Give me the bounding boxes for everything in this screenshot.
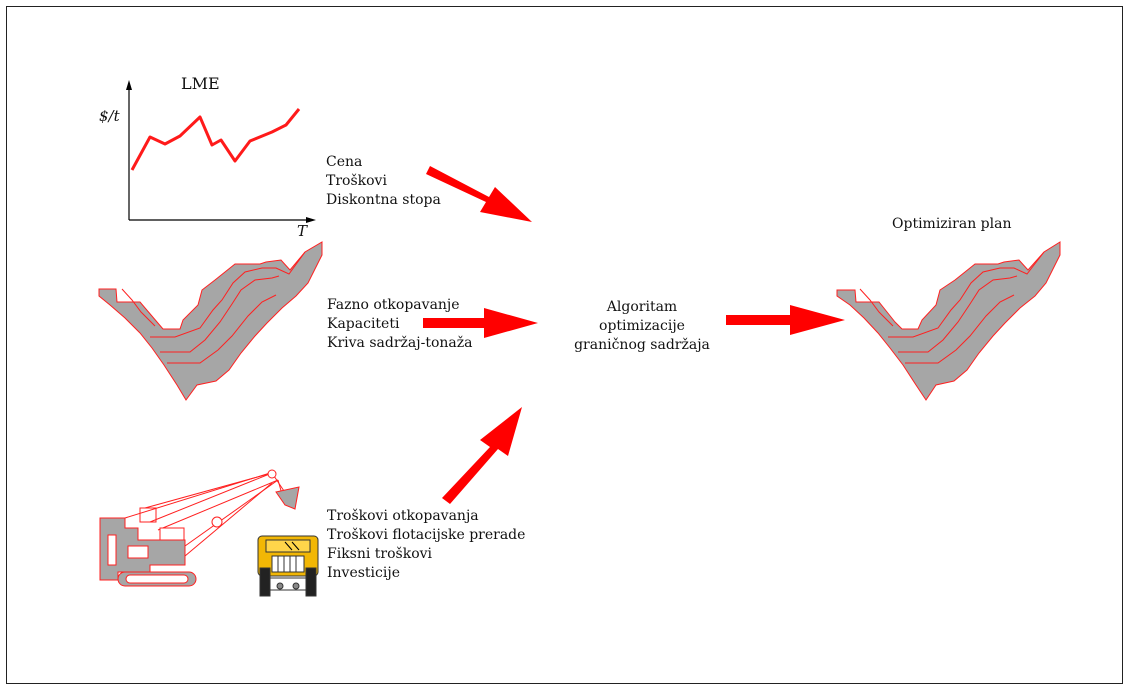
arrow-right-icon <box>726 305 845 335</box>
cost-label: Troškovi flotacijske prerade <box>327 527 526 543</box>
economics-label: Troškovi <box>326 173 387 189</box>
pit-phase-line <box>121 288 156 327</box>
optimized-pit-illustration <box>836 241 1061 401</box>
excavator-icon <box>99 469 300 587</box>
algorithm-line: optimizacije <box>599 318 685 334</box>
cost-label-list: Troškovi otkopavanja Troškovi flotacijsk… <box>327 507 525 583</box>
cost-label: Investicije <box>327 565 400 581</box>
pit-phase-line <box>150 251 306 338</box>
pit-shape <box>836 241 1061 401</box>
cost-label: Fiksni troškovi <box>327 546 433 562</box>
pit-phase-line <box>167 294 277 364</box>
algorithm-label: Algoritam optimizacije graničnog sadržaj… <box>562 298 722 355</box>
pit-label: Kapaciteti <box>327 316 400 332</box>
economics-label: Diskontna stopa <box>326 192 441 208</box>
optimized-plan-title: Optimiziran plan <box>892 216 1012 232</box>
pit-shape <box>98 241 323 401</box>
arrows <box>423 166 845 504</box>
economics-label: Cena <box>326 154 363 170</box>
chart-title: LME <box>181 74 220 93</box>
y-axis-arrow-icon <box>126 80 132 90</box>
price-line <box>130 108 301 171</box>
arrow-right-icon <box>423 308 538 338</box>
cost-label: Troškovi otkopavanja <box>327 508 479 524</box>
economics-label-list: Cena Troškovi Diskontna stopa <box>326 153 441 210</box>
algorithm-line: Algoritam <box>606 299 678 315</box>
pit-phase-line <box>888 251 1045 338</box>
chart-y-label: $/t <box>99 107 120 125</box>
lme-price-chart <box>126 80 316 223</box>
diagram-frame <box>6 6 1123 684</box>
pit-label: Fazno otkopavanje <box>327 297 460 313</box>
pit-phases-illustration <box>98 241 323 401</box>
algorithm-line: graničnog sadržaja <box>574 337 710 353</box>
x-axis-arrow-icon <box>306 217 316 223</box>
chart-x-label: T <box>297 222 308 240</box>
haul-truck-icon <box>257 535 319 597</box>
pit-label-list: Fazno otkopavanje Kapaciteti Kriva sadrž… <box>327 296 472 353</box>
pit-phase-line <box>859 288 894 327</box>
pit-phase-line <box>905 294 1015 364</box>
arrow-right-up-icon <box>442 407 522 504</box>
arrow-right-down-icon <box>426 166 532 222</box>
pit-phase-line <box>898 275 1018 353</box>
pit-label: Kriva sadržaj-tonaža <box>327 335 473 351</box>
pit-phase-line <box>160 275 280 353</box>
